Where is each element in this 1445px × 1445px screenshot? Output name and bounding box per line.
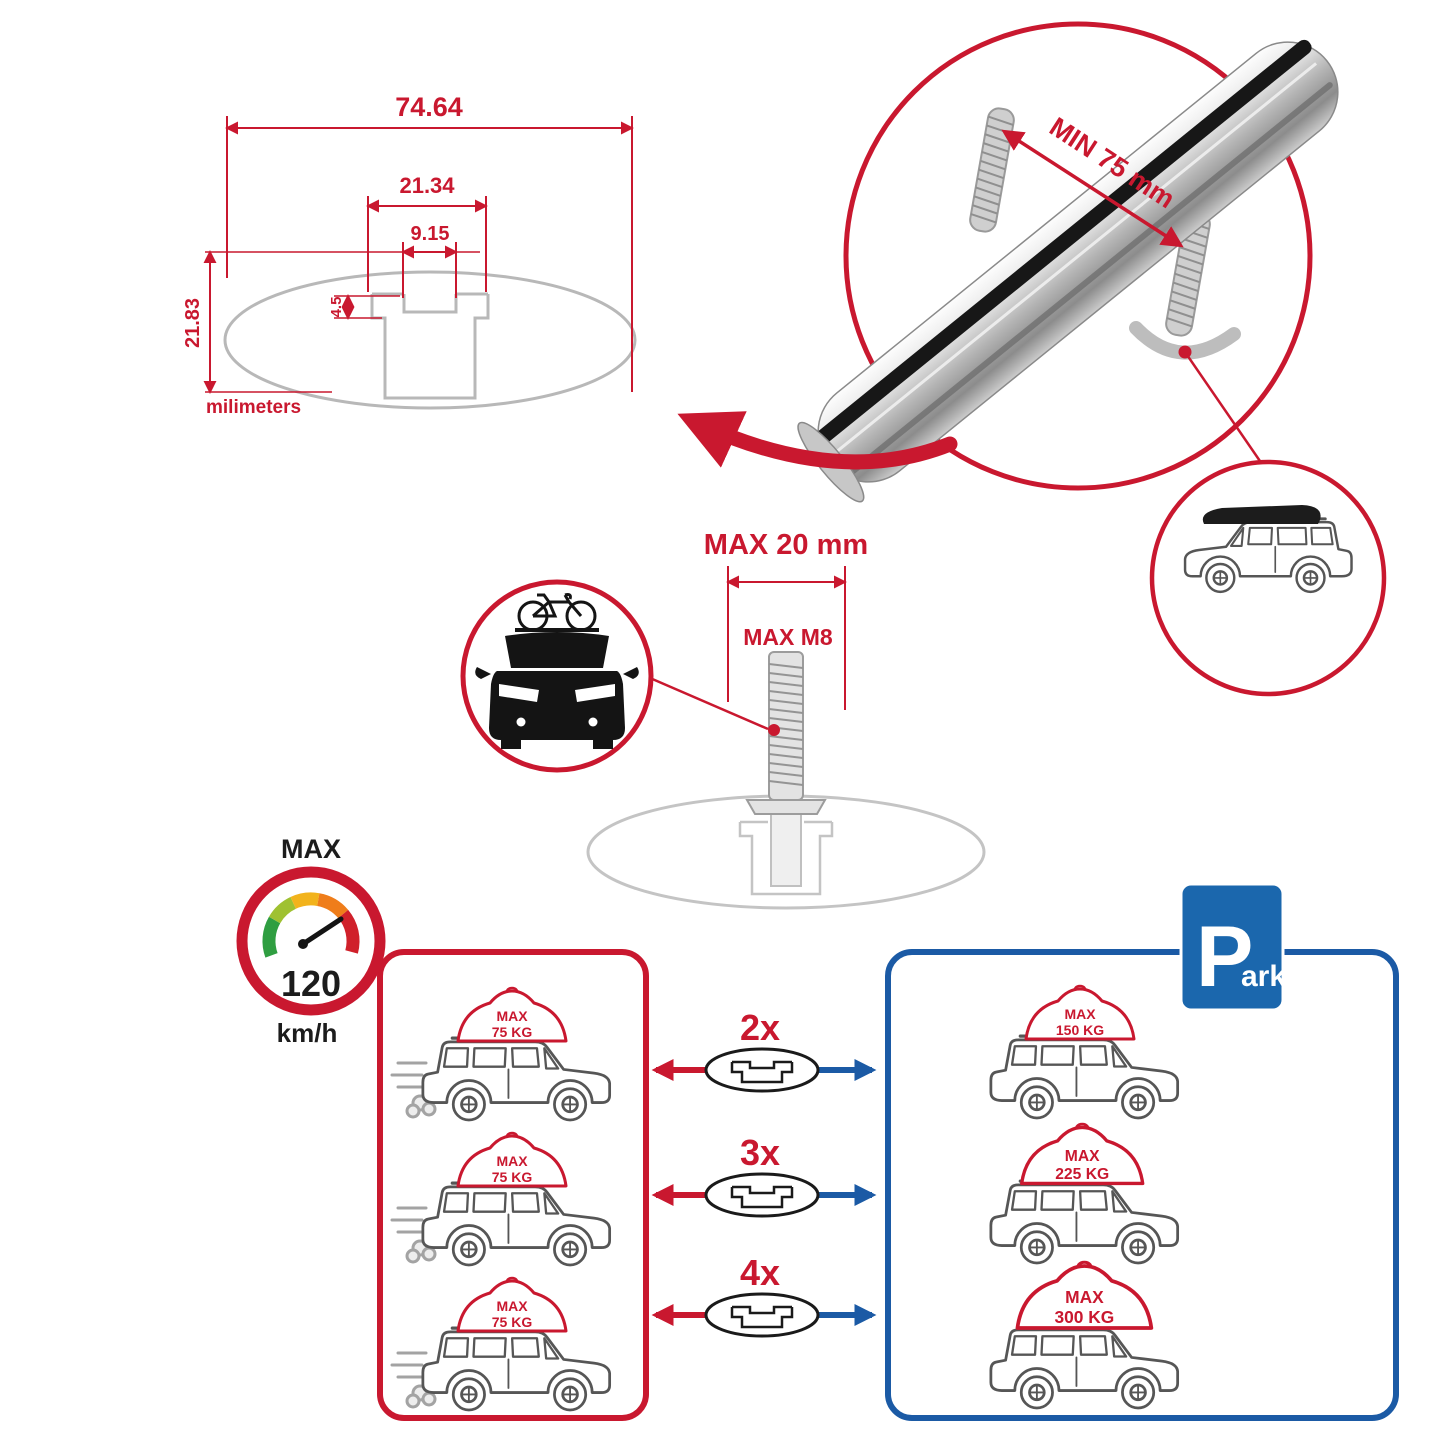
dim-channel-width: 21.34	[399, 173, 455, 198]
park-sign-p: P	[1196, 909, 1253, 1005]
car-with-load-right-3: MAX 300 KG	[989, 1260, 1180, 1410]
headlights	[499, 684, 615, 702]
multiplier-label: 4x	[740, 1252, 780, 1293]
suv-roofbox-circle	[1149, 459, 1387, 697]
bolt-illustration	[745, 651, 827, 887]
bolt-fitment-diagram: MAX 20 mm MAX M8	[460, 529, 986, 910]
dim-lip-height: 4.5	[328, 297, 345, 318]
cargo-load-icon: MAX 225 KG	[1020, 1122, 1145, 1186]
car-with-load-left-2: MAX 75 KG	[390, 1131, 612, 1267]
car-front-circle	[460, 579, 654, 773]
crossbar-ellipse-outline	[223, 270, 637, 410]
gauge-pivot	[298, 939, 308, 949]
cargo-weight-label: 75 KG	[492, 1024, 533, 1040]
bolt-dimension-lines	[726, 566, 847, 710]
speed-unit: km/h	[277, 1018, 338, 1048]
cargo-max-label: MAX	[1064, 1006, 1096, 1022]
dim-slot-width: 9.15	[411, 223, 450, 245]
cargo-load-icon: MAX 75 KG	[456, 1131, 568, 1188]
cargo-weight-label: 225 KG	[1055, 1166, 1109, 1183]
t-slot-profile-sketch	[370, 292, 490, 400]
cargo-max-label: MAX	[496, 1008, 528, 1024]
gauge-needle	[300, 916, 344, 947]
cargo-max-label: MAX	[1065, 1148, 1100, 1165]
speedometer-icon	[262, 892, 360, 958]
cross-section-dimension-diagram: 74.64 21.34 9.15 4.5 21.83 milimeters	[182, 92, 637, 418]
profile-sketch-ghost	[738, 820, 834, 896]
multiplier-row-3: 4x	[651, 1252, 877, 1338]
multiplier-row-1: 2x	[651, 1007, 877, 1093]
callout-line	[1183, 351, 1264, 465]
park-sign-ark: ark	[1241, 960, 1286, 993]
car-with-load-right-2: MAX 225 KG	[989, 1122, 1180, 1265]
speed-max-label: MAX	[281, 834, 341, 864]
bolt-callout-dot	[768, 724, 780, 736]
crossbar-count-icon	[704, 1292, 820, 1338]
crossbar-count-icon	[704, 1047, 820, 1093]
units-label: milimeters	[206, 397, 301, 418]
cargo-load-icon: MAX 150 KG	[1024, 984, 1136, 1041]
crossbar-count-icon	[704, 1172, 820, 1218]
fog-light-left	[516, 717, 526, 727]
cargo-load-icon: MAX 300 KG	[1015, 1260, 1154, 1330]
circle-to-bolt-line	[649, 676, 769, 731]
min-span-arrow	[1001, 129, 1184, 248]
cargo-load-icon: MAX 75 KG	[456, 1276, 568, 1333]
front-wheel-left	[501, 738, 521, 749]
fog-light-right	[588, 717, 598, 727]
park-sign-plate	[1179, 882, 1285, 1012]
multiplier-row-2: 3x	[651, 1132, 877, 1218]
roof-cargo-box	[1202, 505, 1321, 524]
car-roof-windshield	[505, 632, 609, 668]
multiplier-label: 3x	[740, 1132, 780, 1173]
front-wheel-right	[593, 738, 613, 749]
cargo-weight-label: 150 KG	[1056, 1022, 1104, 1038]
speed-limit-gauge: MAX 120 km/h	[236, 834, 386, 1048]
dimension-lines	[203, 116, 634, 394]
dim-total-height: 21.83	[182, 298, 204, 348]
park-sign: P ark	[1179, 882, 1286, 1012]
cargo-load-icon: MAX 75 KG	[456, 986, 568, 1043]
suv-roofbox-illustration	[1183, 505, 1353, 594]
cargo-max-label: MAX	[496, 1298, 528, 1314]
cargo-weight-label: 75 KG	[492, 1314, 533, 1330]
cargo-max-label: MAX	[1065, 1287, 1104, 1307]
dim-total-width: 74.64	[395, 92, 463, 122]
bolt-max-width-label: MAX 20 mm	[704, 529, 868, 561]
car-with-load-left-3: MAX 75 KG	[390, 1276, 612, 1412]
speed-value: 120	[281, 963, 341, 1004]
multiplier-label: 2x	[740, 1007, 780, 1048]
car-with-load-right-1: MAX 150 KG	[989, 984, 1180, 1120]
cargo-weight-label: 75 KG	[492, 1169, 533, 1185]
cargo-weight-label: 300 KG	[1054, 1307, 1114, 1327]
bar-closeup-circle: MIN 75 mm	[797, 21, 1339, 503]
roofbox-circle-outline	[1149, 459, 1387, 697]
bolt-max-thread-label: MAX M8	[743, 624, 833, 650]
cargo-max-label: MAX	[496, 1153, 528, 1169]
car-body-front	[489, 671, 625, 740]
zoom-pointer-arrow	[677, 411, 958, 470]
car-front-illustration	[475, 593, 639, 749]
car-with-load-left-1: MAX 75 KG	[390, 986, 612, 1122]
